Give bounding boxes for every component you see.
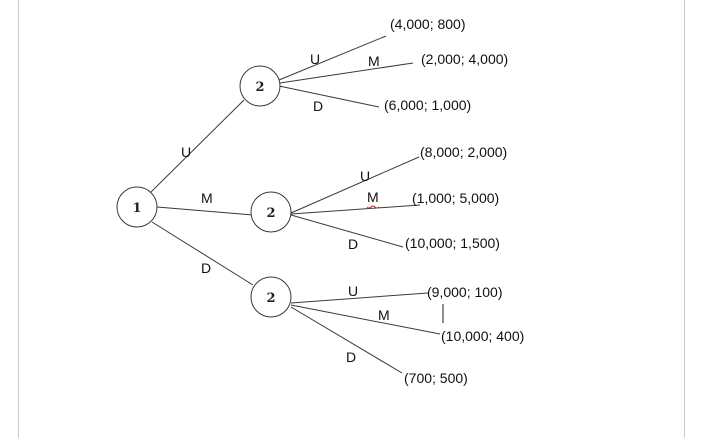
lower-move-d-label: D	[346, 349, 356, 365]
root-node: 1	[116, 186, 158, 228]
lower-payoff-d: (700; 500)	[404, 370, 468, 386]
edge-lower-u	[290, 292, 429, 304]
upper-payoff-d: (6,000; 1,000)	[384, 97, 471, 113]
middle-payoff-u: (8,000; 2,000)	[420, 144, 507, 160]
middle-payoff-m: (1,000; 5,000)	[412, 190, 499, 206]
upper-move-u-label: U	[310, 51, 320, 67]
middle-move-d-label: D	[348, 236, 358, 252]
edge-root-to-node-lower	[151, 221, 254, 286]
middle-move-u-label: U	[360, 168, 370, 184]
player2-node-upper-label: 2	[255, 80, 264, 95]
player2-node-upper: 2	[239, 65, 281, 107]
root-node-label: 1	[132, 201, 141, 216]
page-right-border	[684, 0, 685, 438]
root-move-m-label: M	[201, 190, 213, 206]
edge-upper-u	[278, 35, 387, 81]
edge-root-to-node-middle	[156, 206, 254, 216]
player2-node-middle: 2	[250, 191, 292, 233]
edge-lower-m	[290, 304, 441, 335]
player2-node-lower-label: 2	[266, 291, 275, 306]
page-left-border	[18, 0, 19, 438]
player2-node-middle-label: 2	[266, 206, 275, 221]
lower-payoff-u: (9,000; 100)	[427, 284, 503, 300]
lower-move-m-label: M	[378, 307, 390, 323]
upper-move-m-label: M	[368, 53, 380, 69]
edge-middle-d	[290, 214, 404, 248]
edge-upper-m	[279, 62, 414, 84]
edge-middle-u	[290, 156, 420, 214]
upper-payoff-u: (4,000; 800)	[390, 16, 466, 32]
edge-root-to-node-upper	[150, 99, 245, 193]
spellcheck-squiggle	[366, 205, 380, 209]
middle-move-m-label: M	[367, 189, 379, 205]
upper-payoff-m: (2,000; 4,000)	[421, 51, 508, 67]
edge-lower-d	[290, 306, 403, 374]
upper-move-d-label: D	[313, 98, 323, 114]
root-move-d-label: D	[201, 260, 211, 276]
player2-node-lower: 2	[250, 276, 292, 318]
lower-payoff-m: (10,000; 400)	[441, 328, 524, 344]
lower-move-u-label: U	[348, 283, 358, 299]
middle-payoff-d: (10,000; 1,500)	[405, 235, 500, 251]
root-move-u-label: U	[181, 144, 191, 160]
edge-middle-m	[290, 204, 421, 215]
edge-upper-d	[278, 85, 380, 108]
